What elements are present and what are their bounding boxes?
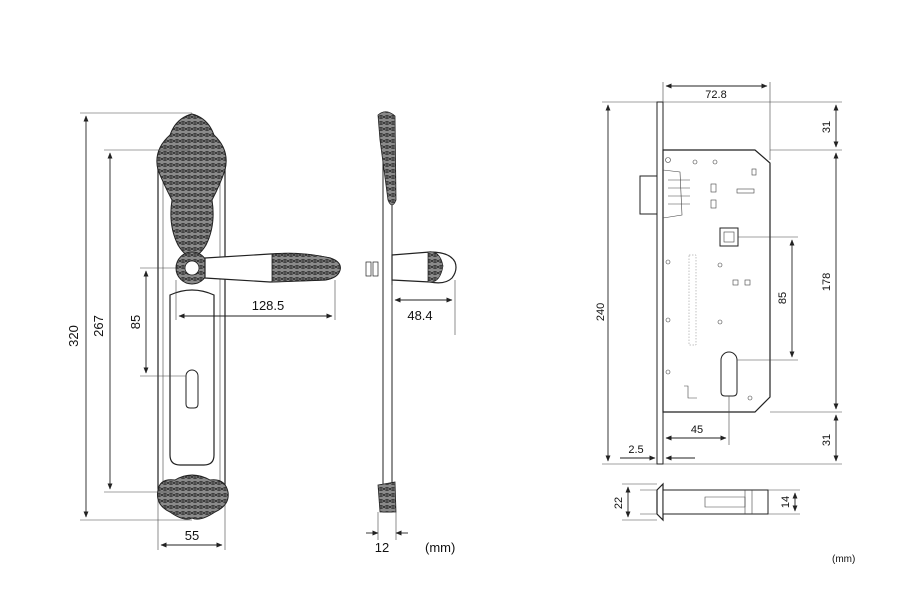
- side-top-ornament: [377, 111, 397, 206]
- lock-body-view: 72.8 240 31 178 31 85 45 2.5: [595, 82, 855, 565]
- unit-label-left: (mm): [425, 540, 455, 555]
- lock-case: [662, 149, 771, 413]
- side-bottom-ornament: [377, 481, 397, 513]
- side-view: 48.4 12 (mm): [365, 111, 457, 555]
- keyhole: [185, 369, 199, 409]
- dim-body-depth: 72.8: [705, 89, 726, 101]
- faceplate: [656, 101, 664, 465]
- cylinder-hole: [720, 351, 738, 397]
- dim-body-height: 240: [595, 303, 607, 321]
- unit-label-right: (mm): [832, 554, 855, 565]
- dim-bottom-offset: 31: [821, 434, 833, 446]
- dim-top-offset: 31: [821, 121, 833, 133]
- dim-backset: 45: [691, 424, 703, 436]
- side-handle: [391, 251, 457, 284]
- dim-height-total: 320: [66, 325, 81, 347]
- front-view: 320 267 85 128.5 55: [66, 112, 341, 550]
- dim-case-height: 178: [821, 273, 833, 291]
- latch-plan-view: [656, 482, 664, 522]
- dim-faceplate-thickness: 2.5: [628, 444, 643, 456]
- dim-handle-projection: 48.4: [407, 308, 432, 323]
- dim-handle-length: 128.5: [252, 298, 285, 313]
- dim-center-distance: 85: [777, 292, 789, 304]
- dim-latch-thickness: 14: [780, 496, 792, 508]
- dim-height-inner: 267: [91, 315, 106, 337]
- dim-handle-to-keyhole: 85: [128, 315, 143, 329]
- latch-bolt: [639, 175, 658, 215]
- handle-grip: [271, 252, 341, 283]
- dim-plate-width: 55: [185, 528, 199, 543]
- dim-plate-thickness: 12: [375, 540, 389, 555]
- dim-latch-height: 22: [613, 497, 625, 509]
- bottom-ornament: [157, 474, 229, 520]
- follower-square: [719, 227, 739, 247]
